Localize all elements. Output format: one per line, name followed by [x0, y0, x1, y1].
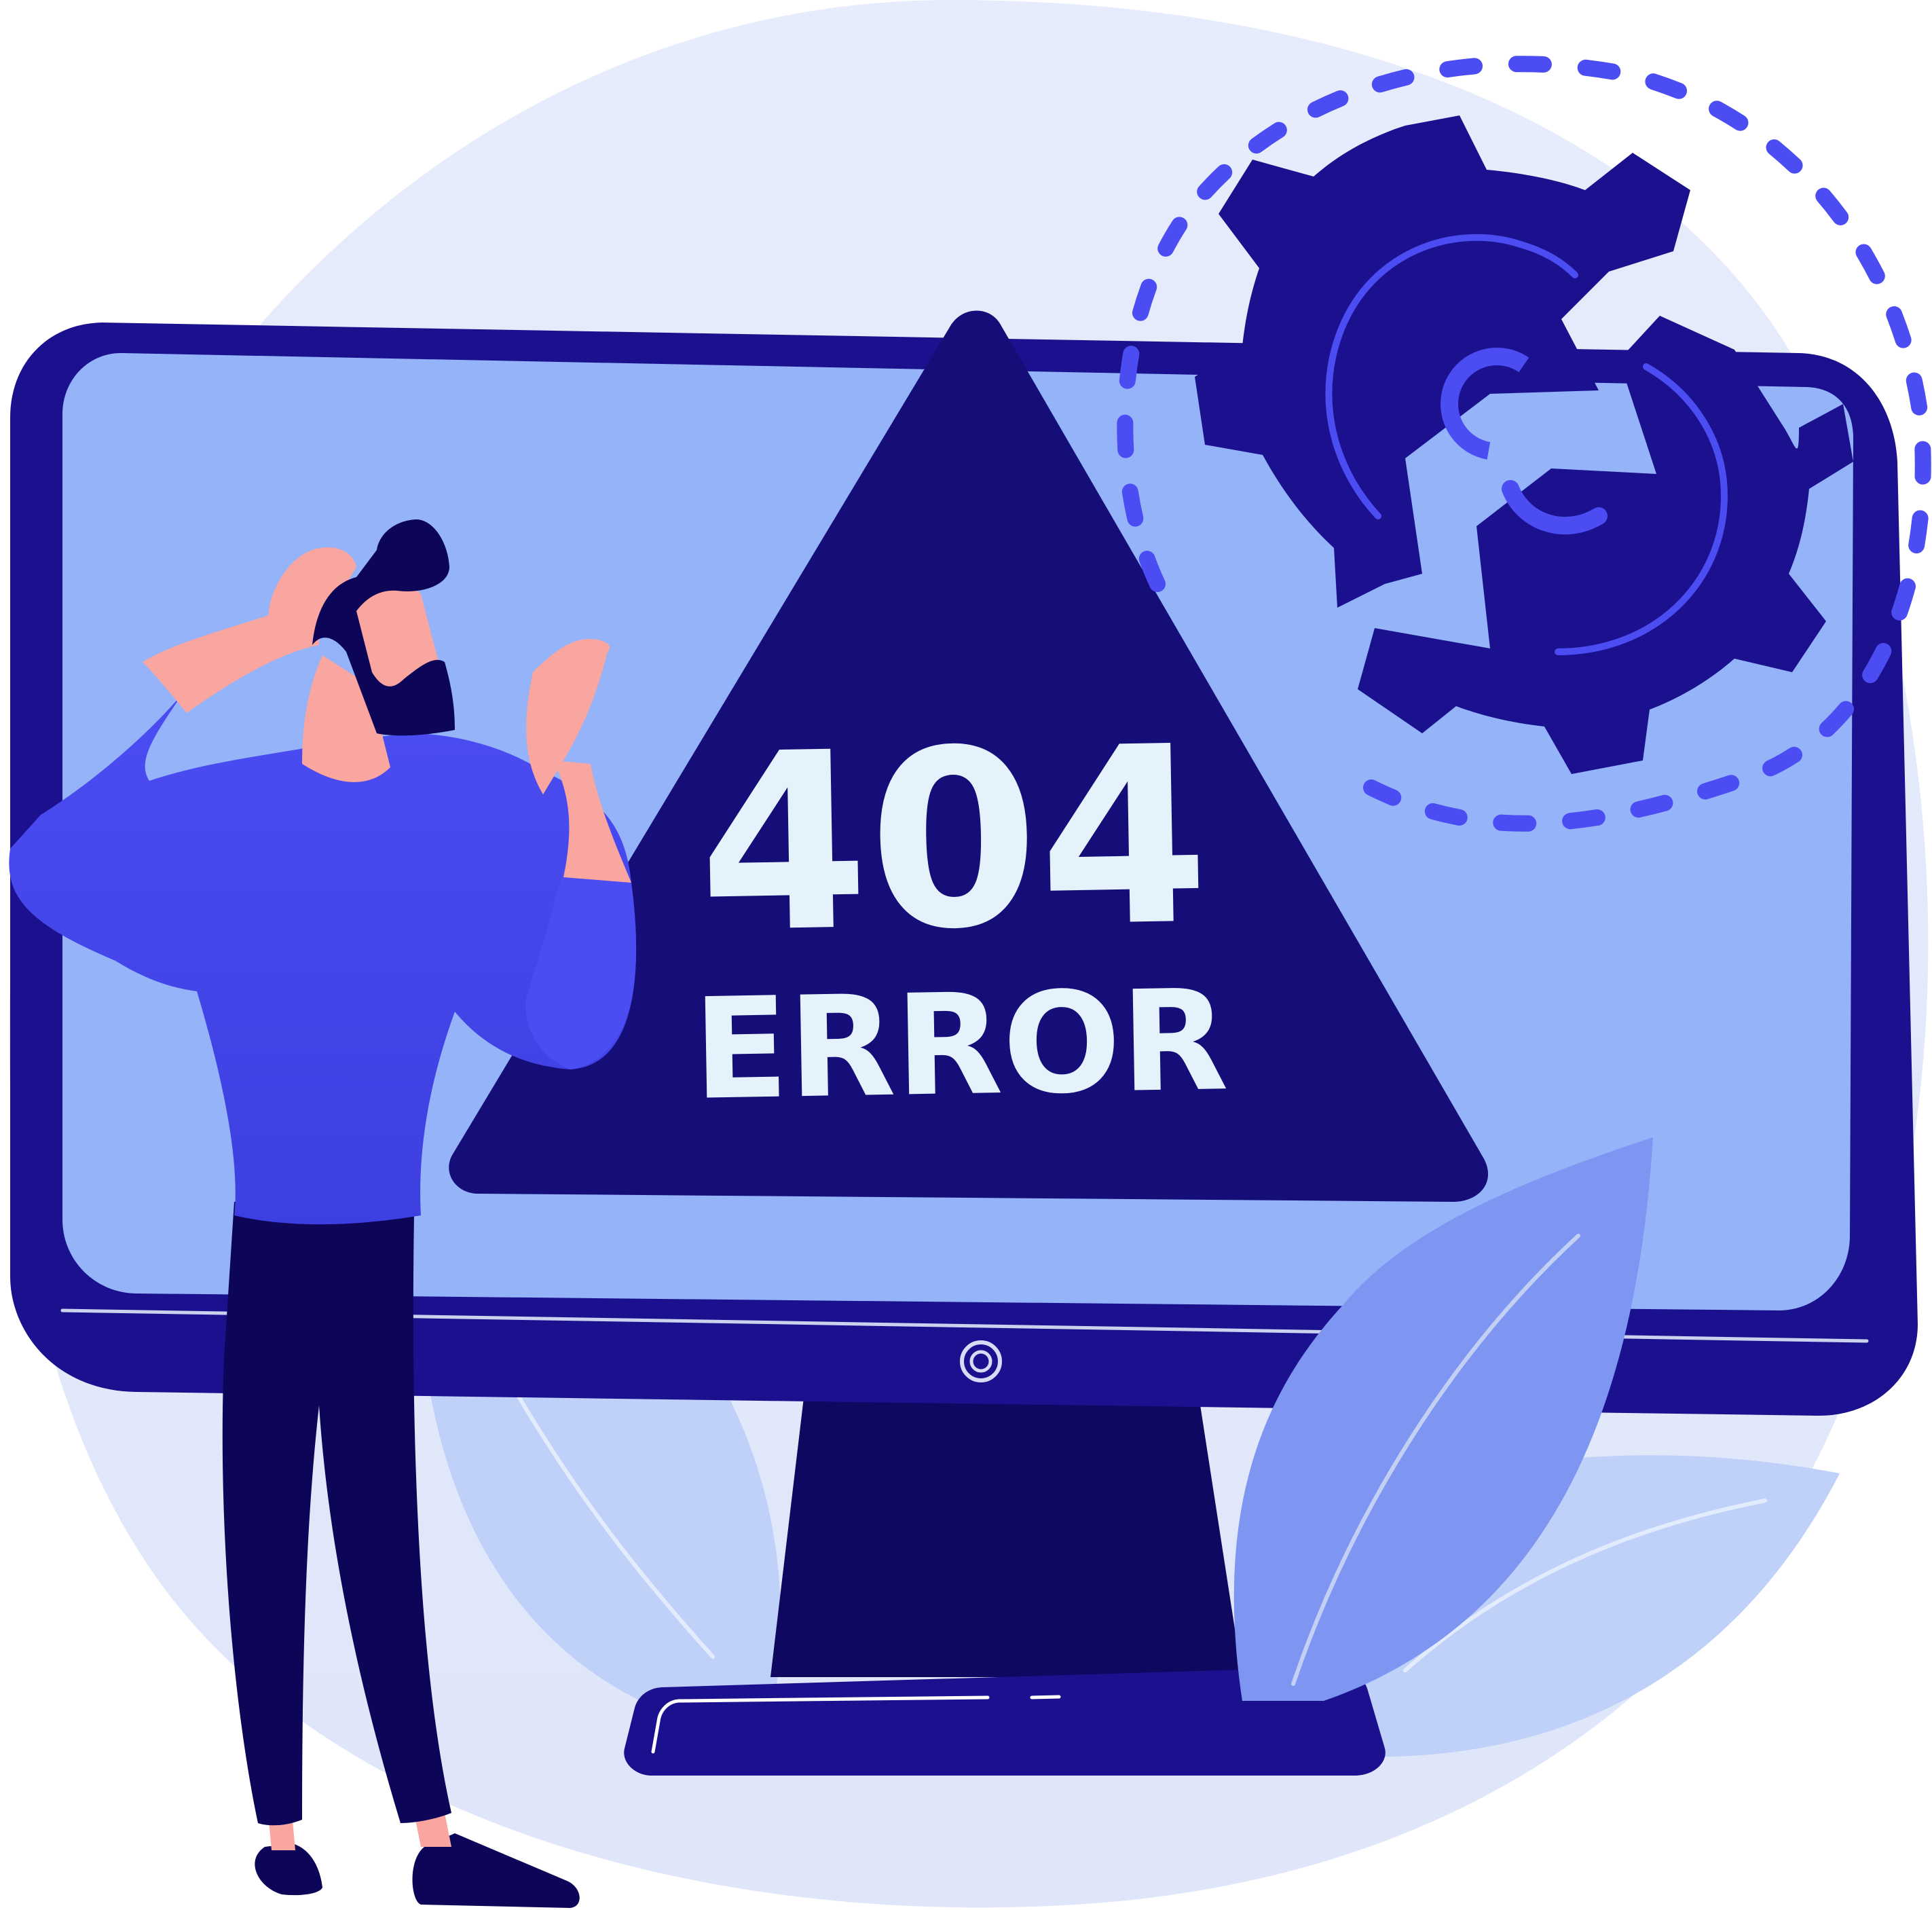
broken-gear-icon — [1195, 115, 1853, 774]
error-code: 404 — [696, 693, 1211, 987]
power-button-icon[interactable] — [960, 1340, 1002, 1382]
warning-triangle-icon — [449, 310, 1489, 1202]
error-label: ERROR — [692, 960, 1229, 1131]
confused-person-icon — [9, 519, 637, 1908]
leaf-icon — [1233, 1137, 1653, 1701]
monitor-base — [624, 1667, 1386, 1776]
monitor-stand — [770, 1392, 1242, 1677]
dashed-orbit — [1117, 56, 1931, 832]
